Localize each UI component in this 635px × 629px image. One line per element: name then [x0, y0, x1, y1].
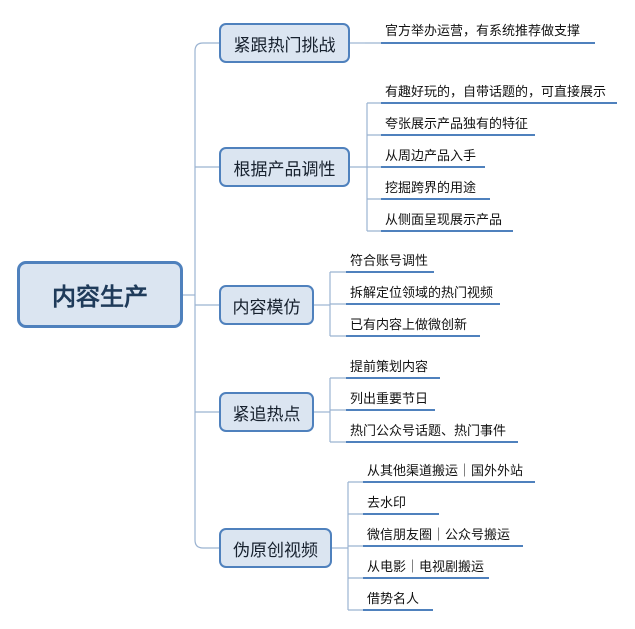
leaf-repost-other-channels: 从其他渠道搬运｜国外外站	[367, 464, 524, 479]
leaf-match-account-tone: 符合账号调性	[350, 254, 429, 269]
leaf-dissect-trending-videos: 拆解定位领域的热门视频	[350, 286, 494, 301]
branch-node-content-imitation: 内容模仿	[219, 285, 314, 325]
branch-node-follow-trending-challenges: 紧跟热门挑战	[219, 23, 350, 63]
root-spine	[194, 42, 219, 549]
leaf-official-operation: 官方举办运营，有系统推荐做支撑	[385, 24, 581, 39]
leaf-celebrity-leverage: 借势名人	[367, 592, 420, 607]
leaf-peripheral-products: 从周边产品入手	[385, 149, 477, 164]
branch-node-pseudo-original-video: 伪原创视频	[219, 528, 332, 568]
leaf-exaggerate-features: 夸张展示产品独有的特征	[385, 117, 529, 132]
leaf-hot-topics-events: 热门公众号话题、热门事件	[350, 424, 507, 439]
leaf-wechat-repost: 微信朋友圈｜公众号搬运	[367, 528, 511, 543]
root-node: 内容生产	[17, 261, 183, 328]
leaf-fun-topical: 有趣好玩的，自带话题的，可直接展示	[385, 85, 607, 100]
branch-node-product-tone: 根据产品调性	[219, 147, 350, 187]
leaf-side-presentation: 从侧面呈现展示产品	[385, 213, 503, 228]
leaf-crossover-uses: 挖掘跨界的用途	[385, 181, 477, 196]
leaf-remove-watermark: 去水印	[367, 496, 407, 511]
leaf-micro-innovation: 已有内容上做微创新	[350, 318, 468, 333]
leaf-movie-tv-repost: 从电影｜电视剧搬运	[367, 560, 485, 575]
leaf-plan-content-ahead: 提前策划内容	[350, 360, 429, 375]
branch-node-chase-hot-topics: 紧追热点	[219, 392, 314, 432]
leaf-list-holidays: 列出重要节日	[350, 392, 429, 407]
